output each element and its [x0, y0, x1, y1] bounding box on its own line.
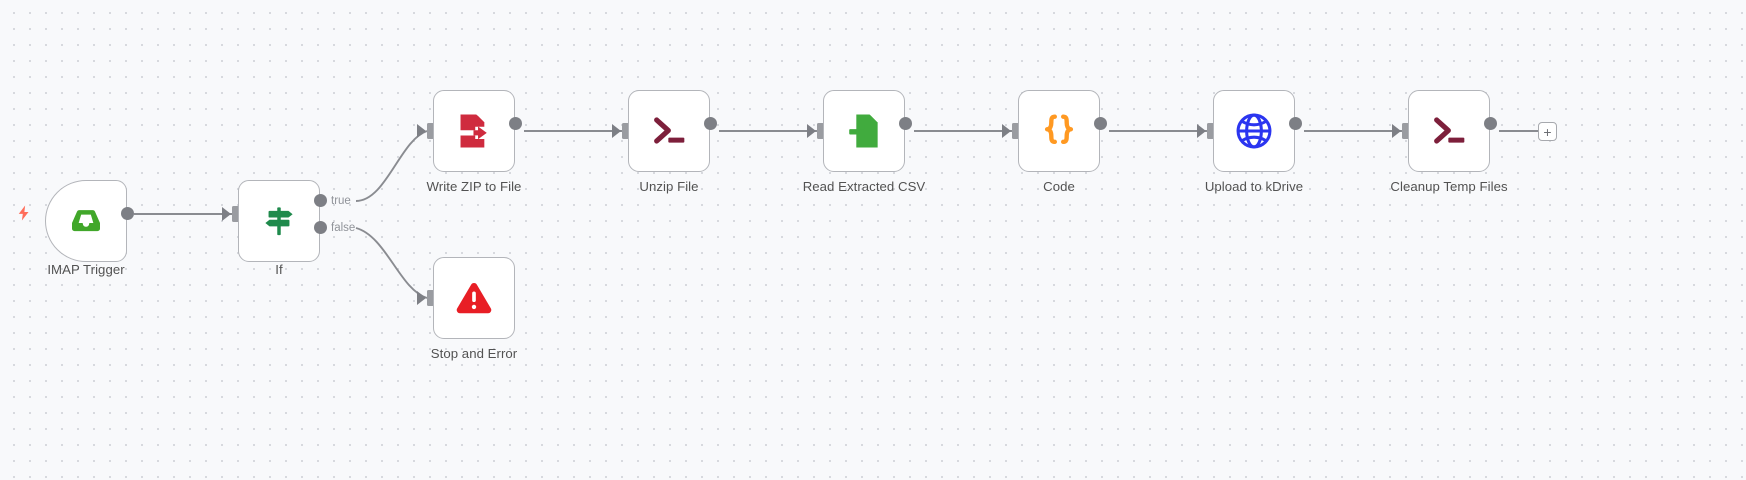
lightning-bolt-icon — [15, 203, 33, 223]
node-unzip-file[interactable] — [628, 90, 710, 172]
node-label-write-zip-to-file: Write ZIP to File — [426, 179, 522, 194]
branch-label-true: true — [331, 195, 351, 207]
output-port-if-false[interactable] — [314, 221, 327, 234]
node-label-code: Code — [1043, 179, 1075, 194]
input-port-code[interactable] — [1012, 123, 1019, 139]
input-arrow-write-zip-to-file — [417, 124, 426, 138]
node-label-read-extracted-csv: Read Extracted CSV — [802, 179, 926, 194]
node-label-imap-trigger: IMAP Trigger — [47, 262, 125, 277]
node-label-if: If — [275, 262, 283, 277]
edge-if-false-to-stop-error — [355, 227, 428, 299]
input-port-stop-and-error[interactable] — [427, 290, 434, 306]
node-upload-to-kdrive[interactable] — [1213, 90, 1295, 172]
output-port-cleanup-temp-files[interactable] — [1484, 117, 1497, 130]
terminal-icon — [1426, 108, 1472, 154]
input-port-read-extracted-csv[interactable] — [817, 123, 824, 139]
inbox-icon — [63, 198, 109, 244]
output-port-if-true[interactable] — [314, 194, 327, 207]
warning-triangle-icon — [451, 275, 497, 321]
file-import-icon — [841, 108, 887, 154]
input-port-upload-to-kdrive[interactable] — [1207, 123, 1214, 139]
file-export-icon — [451, 108, 497, 154]
input-port-write-zip-to-file[interactable] — [427, 123, 434, 139]
output-port-write-zip-to-file[interactable] — [509, 117, 522, 130]
add-node-button[interactable]: + — [1538, 122, 1557, 141]
node-label-upload-to-kdrive: Upload to kDrive — [1204, 179, 1304, 194]
signpost-icon — [256, 198, 302, 244]
input-arrow-cleanup-temp-files — [1392, 124, 1401, 138]
branch-label-false: false — [331, 222, 356, 234]
node-label-stop-and-error: Stop and Error — [430, 346, 518, 361]
output-port-read-extracted-csv[interactable] — [899, 117, 912, 130]
input-arrow-unzip-file — [612, 124, 621, 138]
node-code[interactable] — [1018, 90, 1100, 172]
node-if[interactable] — [238, 180, 320, 262]
output-port-imap-trigger[interactable] — [121, 207, 134, 220]
terminal-icon — [646, 108, 692, 154]
globe-icon — [1231, 108, 1277, 154]
input-arrow-stop-and-error — [417, 291, 426, 305]
input-port-cleanup-temp-files[interactable] — [1402, 123, 1409, 139]
curly-braces-icon — [1036, 108, 1082, 154]
input-arrow-upload-to-kdrive — [1197, 124, 1206, 138]
input-port-unzip-file[interactable] — [622, 123, 629, 139]
output-port-code[interactable] — [1094, 117, 1107, 130]
node-read-extracted-csv[interactable] — [823, 90, 905, 172]
node-stop-and-error[interactable] — [433, 257, 515, 339]
node-label-unzip-file: Unzip File — [639, 179, 699, 194]
input-port-if[interactable] — [232, 206, 239, 222]
node-write-zip-to-file[interactable] — [433, 90, 515, 172]
output-port-unzip-file[interactable] — [704, 117, 717, 130]
input-arrow-read-extracted-csv — [807, 124, 816, 138]
node-cleanup-temp-files[interactable] — [1408, 90, 1490, 172]
node-imap-trigger[interactable] — [45, 180, 127, 262]
input-arrow-code — [1002, 124, 1011, 138]
output-port-upload-to-kdrive[interactable] — [1289, 117, 1302, 130]
input-arrow-if — [222, 207, 231, 221]
node-label-cleanup-temp-files: Cleanup Temp Files — [1390, 179, 1508, 194]
